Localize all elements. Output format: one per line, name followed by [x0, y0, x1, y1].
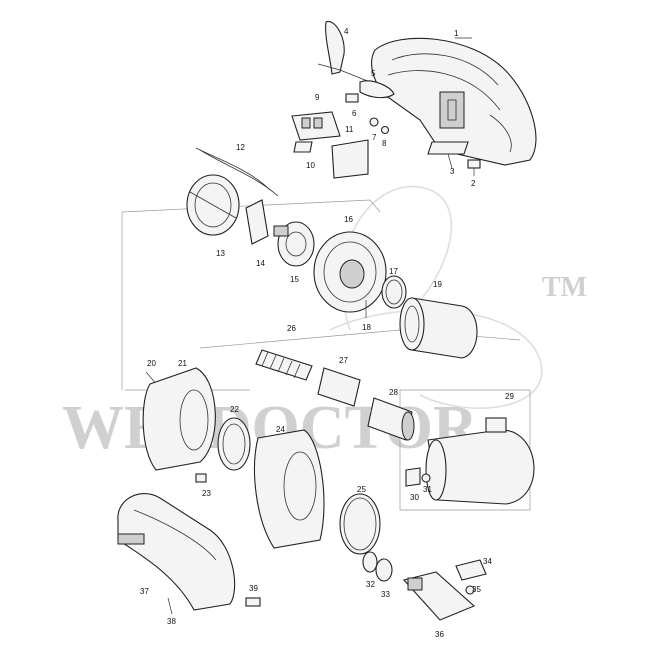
- callout-32: 32: [366, 580, 375, 589]
- callout-28: 28: [389, 388, 398, 397]
- part-24-nozzle: [253, 429, 325, 549]
- part-22-ring: [217, 417, 251, 471]
- callout-31: 31: [423, 485, 432, 494]
- part-29-dust-cup: [425, 417, 535, 505]
- callout-labels: 1 2 3 4 5 6 7 8 9 10 11 12 13 14 15 16 1…: [140, 27, 514, 639]
- part-14-brush-holder: [245, 199, 269, 245]
- callout-11: 11: [345, 125, 354, 134]
- callout-34: 34: [483, 557, 492, 566]
- callout-8: 8: [382, 139, 387, 148]
- callout-6: 6: [352, 109, 357, 118]
- callout-37: 37: [140, 587, 149, 596]
- part-35-spring: [465, 585, 475, 595]
- callout-24: 24: [276, 425, 285, 434]
- part-12-wiring: [195, 147, 279, 197]
- callout-33: 33: [381, 590, 390, 599]
- part-7-8-hardware: [369, 117, 390, 135]
- part-32-33-rings: [362, 551, 393, 582]
- callout-18: 18: [362, 323, 371, 332]
- callout-7: 7: [372, 133, 377, 142]
- callout-26: 26: [287, 324, 296, 333]
- callout-13: 13: [216, 249, 225, 258]
- part-3-label: [427, 141, 469, 169]
- callout-14: 14: [256, 259, 265, 268]
- part-23-clip: [195, 473, 207, 483]
- part-30-latch: [405, 467, 421, 487]
- callout-27: 27: [339, 356, 348, 365]
- callout-25: 25: [357, 485, 366, 494]
- part-19-filter: [399, 297, 478, 359]
- part-37-handle-housing: [117, 493, 236, 611]
- part-5-switch: [359, 80, 395, 99]
- part-17-ring: [381, 275, 407, 309]
- callout-12: 12: [236, 143, 245, 152]
- part-13-motor-frame: [186, 174, 240, 236]
- callout-23: 23: [202, 489, 211, 498]
- part-38-screw: [167, 597, 173, 615]
- part-9-board: [291, 111, 341, 141]
- callout-35: 35: [472, 585, 481, 594]
- callout-36: 36: [435, 630, 444, 639]
- part-15-armature: [273, 221, 315, 267]
- callout-39: 39: [249, 584, 258, 593]
- callout-1: 1: [454, 29, 459, 38]
- callout-17: 17: [389, 267, 398, 276]
- part-39-clip: [245, 597, 261, 607]
- part-10-pad: [293, 141, 313, 153]
- part-6-small-plate: [345, 93, 359, 103]
- callout-3: 3: [450, 167, 455, 176]
- callout-29: 29: [505, 392, 514, 401]
- part-21-rear-cover: [142, 367, 216, 471]
- callout-2: 2: [471, 179, 476, 188]
- callout-5: 5: [371, 69, 376, 78]
- part-28-cartridge: [367, 397, 415, 441]
- callout-16: 16: [344, 215, 353, 224]
- part-25-seal: [339, 493, 381, 555]
- trademark-mark: TM: [542, 272, 587, 303]
- part-36-battery-holder: [402, 571, 476, 621]
- callout-9: 9: [315, 93, 320, 102]
- part-26-spring: [255, 349, 313, 381]
- callout-38: 38: [167, 617, 176, 626]
- part-34-latch: [455, 559, 487, 581]
- callout-4: 4: [344, 27, 349, 36]
- callout-20: 20: [147, 359, 156, 368]
- part-27-tube: [317, 367, 361, 407]
- callout-19: 19: [433, 280, 442, 289]
- part-16-fan-housing: [313, 231, 387, 313]
- callout-21: 21: [178, 359, 187, 368]
- callout-22: 22: [230, 405, 239, 414]
- watermark: WELDOCTOR TM: [62, 185, 587, 462]
- callout-30: 30: [410, 493, 419, 502]
- callout-10: 10: [306, 161, 315, 170]
- part-2-clip: [467, 159, 481, 176]
- part-31-button: [421, 473, 431, 483]
- callout-15: 15: [290, 275, 299, 284]
- part-11-cover: [331, 139, 369, 179]
